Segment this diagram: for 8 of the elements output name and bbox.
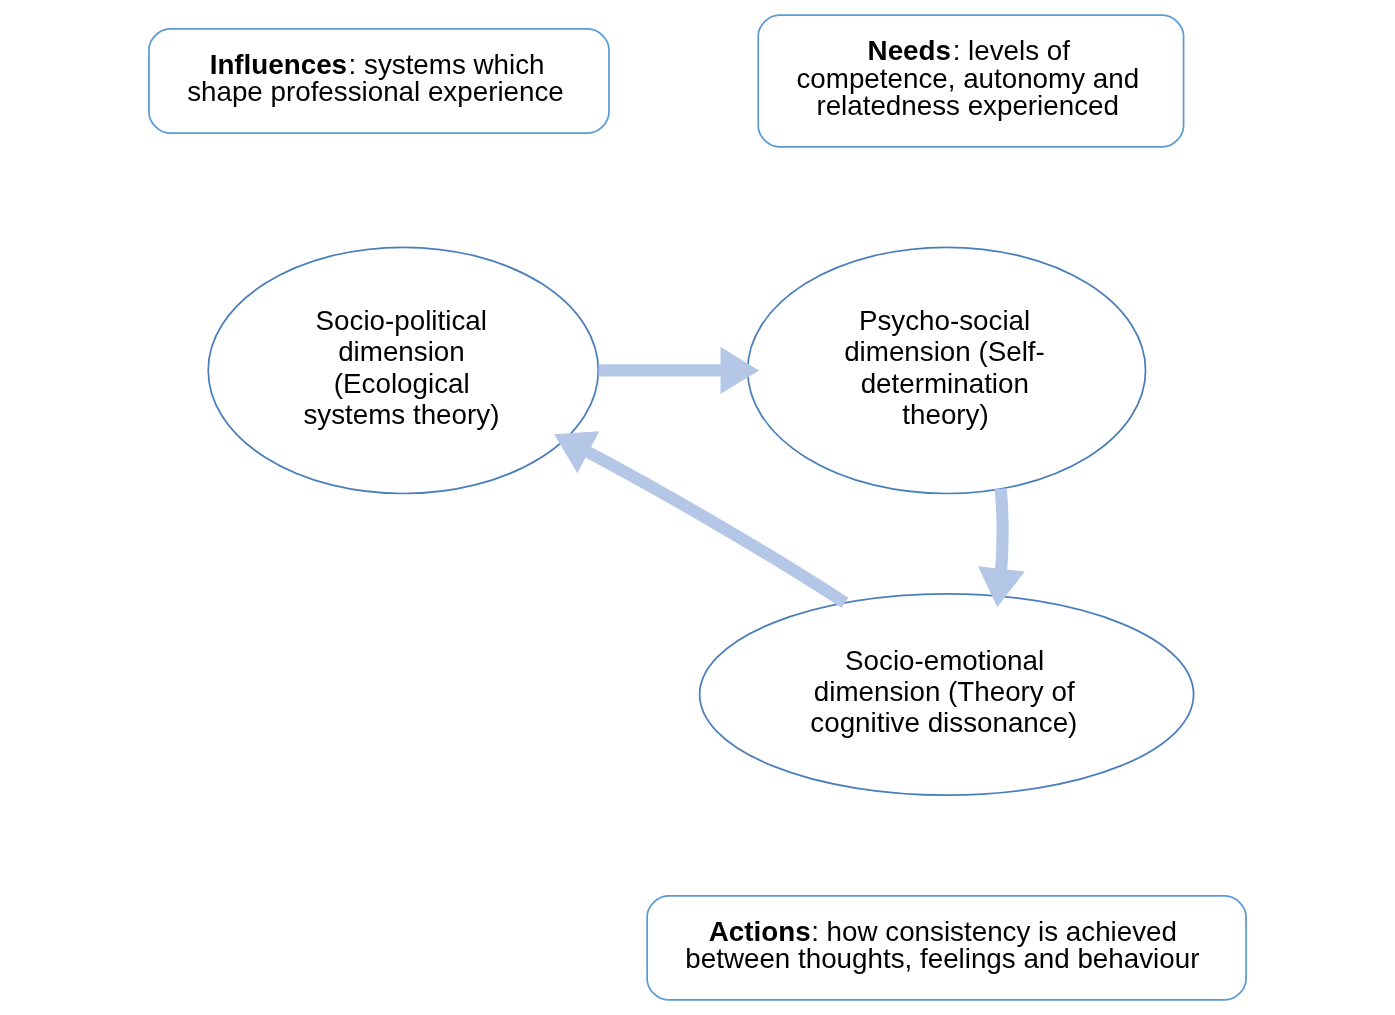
arrow [978,488,1025,608]
node-ellipse: Socio-emotional dimension (Theory of cognitive dissonance) [698,593,1195,796]
node-box: Actions: how consistency is achieved between thoughts, feelings and behaviour [646,894,1247,1001]
arrow [598,346,760,394]
node-box: Influences: systems which shape professional experience [148,28,610,134]
node-ellipse: Psycho-social dimension (Self-determination theory) [746,246,1147,495]
node-box: Needs: levels of competence, autonomy and relatedness experienced [757,14,1185,148]
arrow [554,431,849,608]
